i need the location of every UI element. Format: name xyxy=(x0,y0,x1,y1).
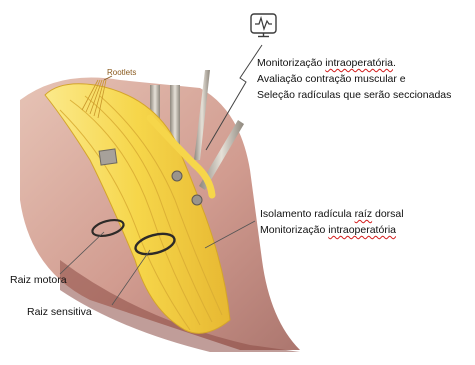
rootlets-label: Rootlets xyxy=(107,68,136,77)
annotation-mid-line2-b: intraoperatória xyxy=(328,224,396,236)
electrode-lower xyxy=(192,195,202,205)
label-sensory-root: Raiz sensitiva xyxy=(27,305,92,319)
electrode-pad xyxy=(99,149,117,165)
label-motor-root: Raiz motora xyxy=(10,273,67,287)
annotation-mid-line2: Monitorização intraoperatória xyxy=(260,223,396,237)
annotation-top-line1-a: Monitorização xyxy=(257,57,325,69)
annotation-mid-line1-a: Isolamento radícula xyxy=(260,208,355,220)
annotation-top-line2: Avaliação contração muscular e xyxy=(257,72,406,86)
annotation-mid-line1-b: raíz xyxy=(355,208,373,220)
annotation-mid-line1: Isolamento radícula raíz dorsal xyxy=(260,207,404,221)
electrode-upper xyxy=(172,171,182,181)
annotation-mid-line1-c: dorsal xyxy=(372,208,404,220)
annotation-top-line3: Seleção radículas que serão seccionadas xyxy=(257,88,451,102)
annotation-mid-line2-a: Monitorização xyxy=(260,224,328,236)
annotation-top-line1-c: . xyxy=(393,57,396,69)
annotation-top-line1-b: intraoperatória xyxy=(325,57,393,69)
monitor-waveform-icon xyxy=(251,14,276,37)
annotation-top-line1: Monitorização intraoperatória. xyxy=(257,56,396,70)
